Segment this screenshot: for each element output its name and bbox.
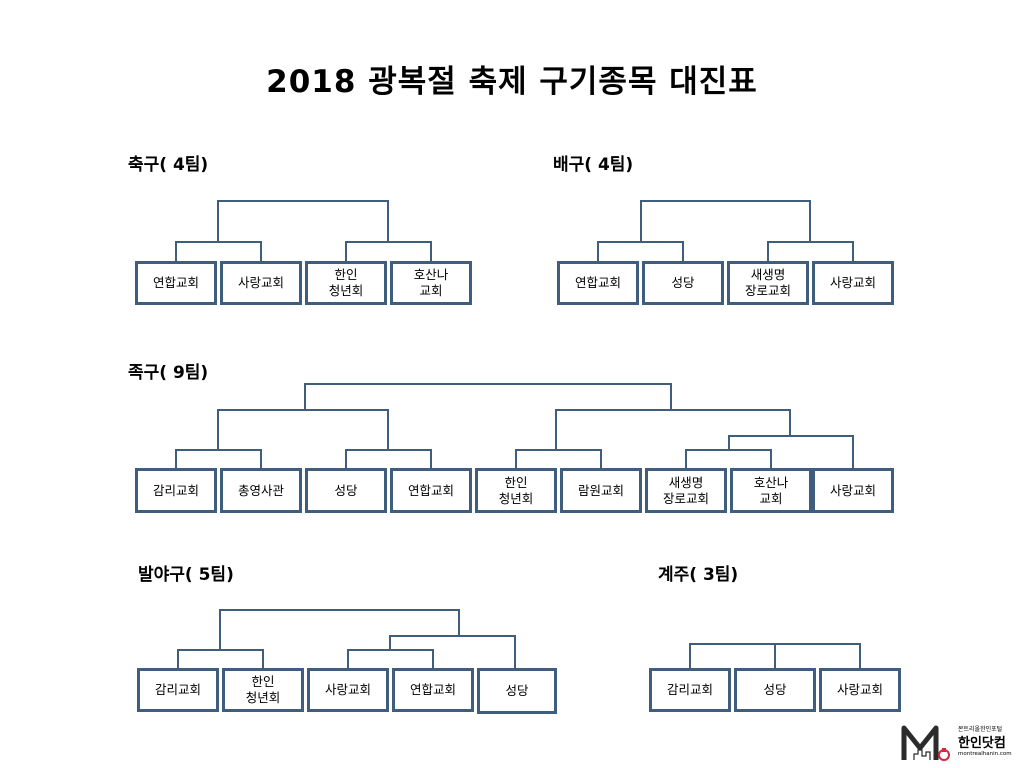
team-box: 성당 xyxy=(642,261,724,305)
team-box: 사랑교회 xyxy=(220,261,302,305)
team-box: 성당 xyxy=(477,668,557,714)
team-box: 호산나 교회 xyxy=(390,261,472,305)
team-box: 사랑교회 xyxy=(812,468,894,513)
logo: 몬트리올한인포털 한인닷컴 montrealhanin.com xyxy=(900,722,1018,764)
footvolley-title: 족구( 9팀) xyxy=(128,363,209,383)
team-box: 한인 청년회 xyxy=(475,468,557,513)
soccer-title: 축구( 4팀) xyxy=(128,155,209,175)
team-box: 사랑교회 xyxy=(812,261,894,305)
montreal-logo-icon xyxy=(901,725,950,761)
bracket-line xyxy=(175,200,432,262)
team-box: 감리교회 xyxy=(649,668,731,712)
team-box: 호산나 교회 xyxy=(730,468,812,513)
bracket-line xyxy=(175,409,432,469)
volleyball-title: 배구( 4팀) xyxy=(553,155,634,175)
team-box: 연합교회 xyxy=(135,261,217,305)
bracket-line xyxy=(515,409,854,469)
team-box: 람원교회 xyxy=(560,468,642,513)
bracket-line xyxy=(597,200,854,262)
team-box: 한인 청년회 xyxy=(305,261,387,305)
team-box: 총영사관 xyxy=(220,468,302,513)
team-box: 성당 xyxy=(734,668,816,712)
team-box: 감리교회 xyxy=(135,468,217,513)
team-box: 새생명 장로교회 xyxy=(645,468,727,513)
team-box: 연합교회 xyxy=(392,668,474,712)
team-box: 한인 청년회 xyxy=(222,668,304,712)
logo-url-text: montrealhanin.com xyxy=(958,751,1012,757)
team-box: 연합교회 xyxy=(557,261,639,305)
gateball-title: 계주( 3팀) xyxy=(658,565,739,585)
page-title: 2018 광복절 축제 구기종목 대진표 xyxy=(266,64,758,100)
team-box: 사랑교회 xyxy=(307,668,389,712)
team-box: 사랑교회 xyxy=(819,668,901,712)
team-box: 연합교회 xyxy=(390,468,472,513)
footbaseball-title: 발야구( 5팀) xyxy=(138,565,234,585)
logo-brand-text: 한인닷컴 xyxy=(958,736,1006,751)
bracket-line xyxy=(304,383,672,410)
bracket-line xyxy=(689,643,861,669)
bracket-line xyxy=(177,609,516,669)
team-box: 감리교회 xyxy=(137,668,219,712)
team-box: 성당 xyxy=(305,468,387,513)
logo-small-text: 몬트리올한인포털 xyxy=(958,726,1003,733)
team-box: 새생명 장로교회 xyxy=(727,261,809,305)
